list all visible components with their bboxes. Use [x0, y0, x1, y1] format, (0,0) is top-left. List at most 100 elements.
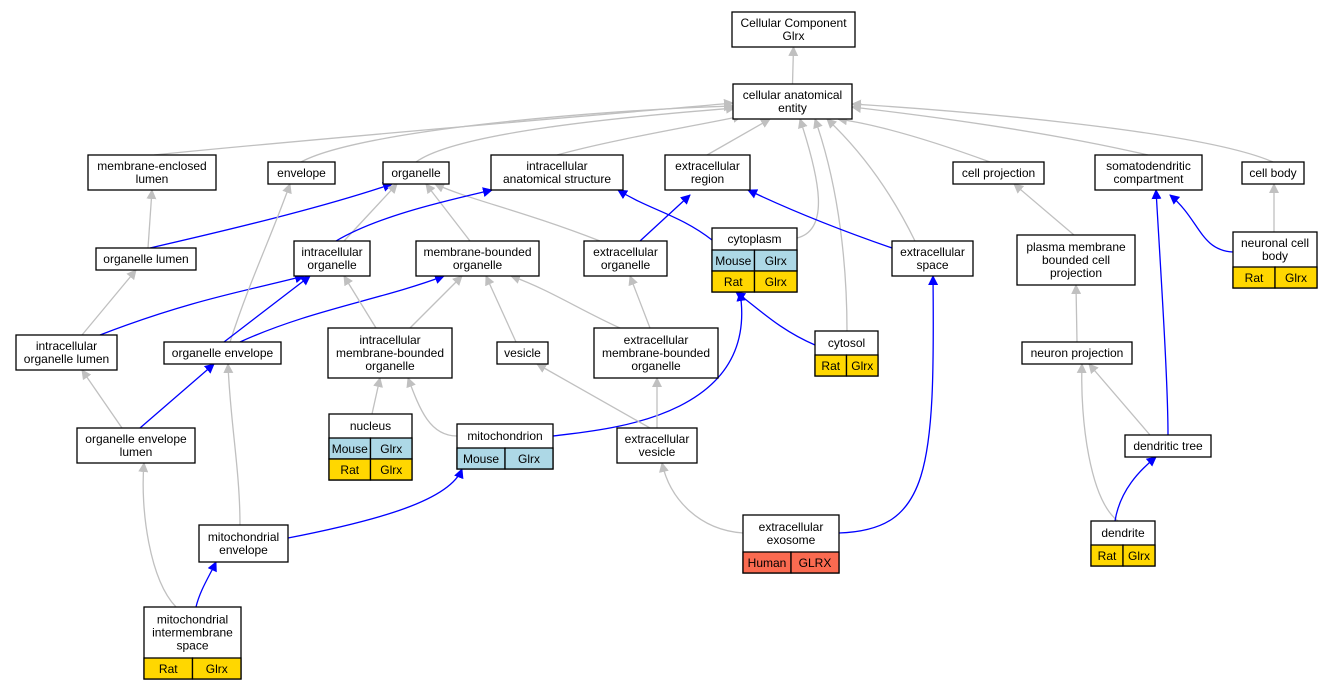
node-cb-box: [1241, 161, 1305, 185]
edge-cp-to-cae: [837, 115, 991, 163]
node-mito-species-label: Mouse: [463, 452, 499, 466]
edge-exsome-to-exs: [838, 275, 939, 534]
edge-org-to-cae: [415, 103, 736, 163]
node-cytosol-label-line: cytosol: [828, 336, 865, 350]
node-me-label-line: envelope: [219, 543, 268, 557]
node-embo-label-line: membrane-bounded: [602, 346, 710, 360]
edge-mbo-to-org: [425, 183, 471, 242]
node-exv-label-line: vesicle: [639, 445, 676, 459]
edge-mis-to-me: [195, 561, 217, 608]
node-org[interactable]: organelle: [382, 161, 450, 185]
edge-mito-to-cyt: [552, 291, 747, 437]
node-embo-label-line: extracellular: [624, 333, 689, 347]
node-cc-label-line: Glrx: [783, 29, 805, 43]
node-ncb-label-line: neuronal cell: [1241, 236, 1309, 250]
node-cp[interactable]: cell projection: [952, 161, 1045, 185]
node-embo-label-line: organelle: [631, 359, 681, 373]
node-mbo-label-line: organelle: [453, 258, 503, 272]
node-ves[interactable]: vesicle: [496, 341, 549, 365]
node-cb[interactable]: cell body: [1241, 161, 1305, 185]
node-sdc-box: [1094, 154, 1203, 191]
edge-ol-to-mel: [146, 189, 157, 249]
edge-exo-to-org: [434, 183, 601, 242]
node-env[interactable]: envelope: [267, 161, 336, 185]
edge-cb-to-cae: [851, 99, 1274, 163]
node-mis-label-line: space: [176, 639, 208, 653]
node-iol-label-line: organelle lumen: [24, 352, 109, 366]
node-mis-label-line: mitochondrial: [157, 613, 228, 627]
node-nuc-gene-cell: [369, 458, 413, 481]
node-env-label-line: envelope: [277, 166, 326, 180]
edge-exr-to-cae: [706, 118, 771, 156]
node-exo-label-line: organelle: [601, 258, 651, 272]
node-exr-label-line: region: [691, 172, 724, 186]
node-exs-box: [891, 240, 974, 277]
node-cae-label-line: entity: [778, 101, 807, 115]
node-nuc-species-label: Mouse: [332, 442, 368, 456]
node-pmbcp-label-line: bounded cell: [1042, 253, 1110, 267]
node-ncb-gene-cell: [1274, 266, 1318, 289]
node-dt-box: [1124, 434, 1212, 458]
node-nuc-label-line: nucleus: [350, 419, 391, 433]
edge-oel-to-iol: [81, 369, 123, 429]
node-ncb-label-line: body: [1262, 249, 1288, 263]
edge-exo-to-exr: [639, 194, 691, 242]
edge-me-to-mito: [287, 468, 464, 539]
node-imbo-label-line: membrane-bounded: [336, 346, 444, 360]
node-exsome-gene-cell: [790, 551, 840, 574]
node-exv-box: [616, 427, 698, 464]
node-exo-box: [583, 240, 668, 277]
edge-exs-to-exr: [747, 189, 893, 249]
node-dt-label-line: dendritic tree: [1133, 439, 1203, 453]
node-oe[interactable]: organelle envelope: [163, 341, 282, 365]
node-mel-label-line: membrane-enclosed: [97, 159, 206, 173]
edge-oe-to-env: [229, 183, 292, 343]
node-mbo-label-line: membrane-bounded: [423, 245, 531, 259]
node-pmbcp-label-line: plasma membrane: [1026, 240, 1126, 254]
edge-np-to-pmbcp: [1071, 284, 1082, 343]
edge-embo-to-mbo: [510, 274, 621, 329]
node-mito-gene-label: Glrx: [518, 452, 540, 466]
node-cae-label-line: cellular anatomical: [743, 88, 842, 102]
node-ol[interactable]: organelle lumen: [95, 247, 197, 271]
edge-exs-to-cae: [826, 118, 916, 242]
node-me-box: [198, 524, 289, 563]
edge-pmbcp-to-cp: [1013, 183, 1075, 236]
edge-dend-to-dt: [1114, 456, 1157, 522]
node-dt[interactable]: dendritic tree: [1124, 434, 1212, 458]
node-pmbcp-label-line: projection: [1050, 266, 1102, 280]
node-env-box: [267, 161, 336, 185]
node-io-label-line: intracellular: [301, 245, 362, 259]
node-np[interactable]: neuron projection: [1021, 341, 1133, 365]
node-io-label-line: organelle: [307, 258, 357, 272]
edge-exsome-to-exv: [659, 462, 744, 534]
node-np-label-line: neuron projection: [1031, 346, 1124, 360]
